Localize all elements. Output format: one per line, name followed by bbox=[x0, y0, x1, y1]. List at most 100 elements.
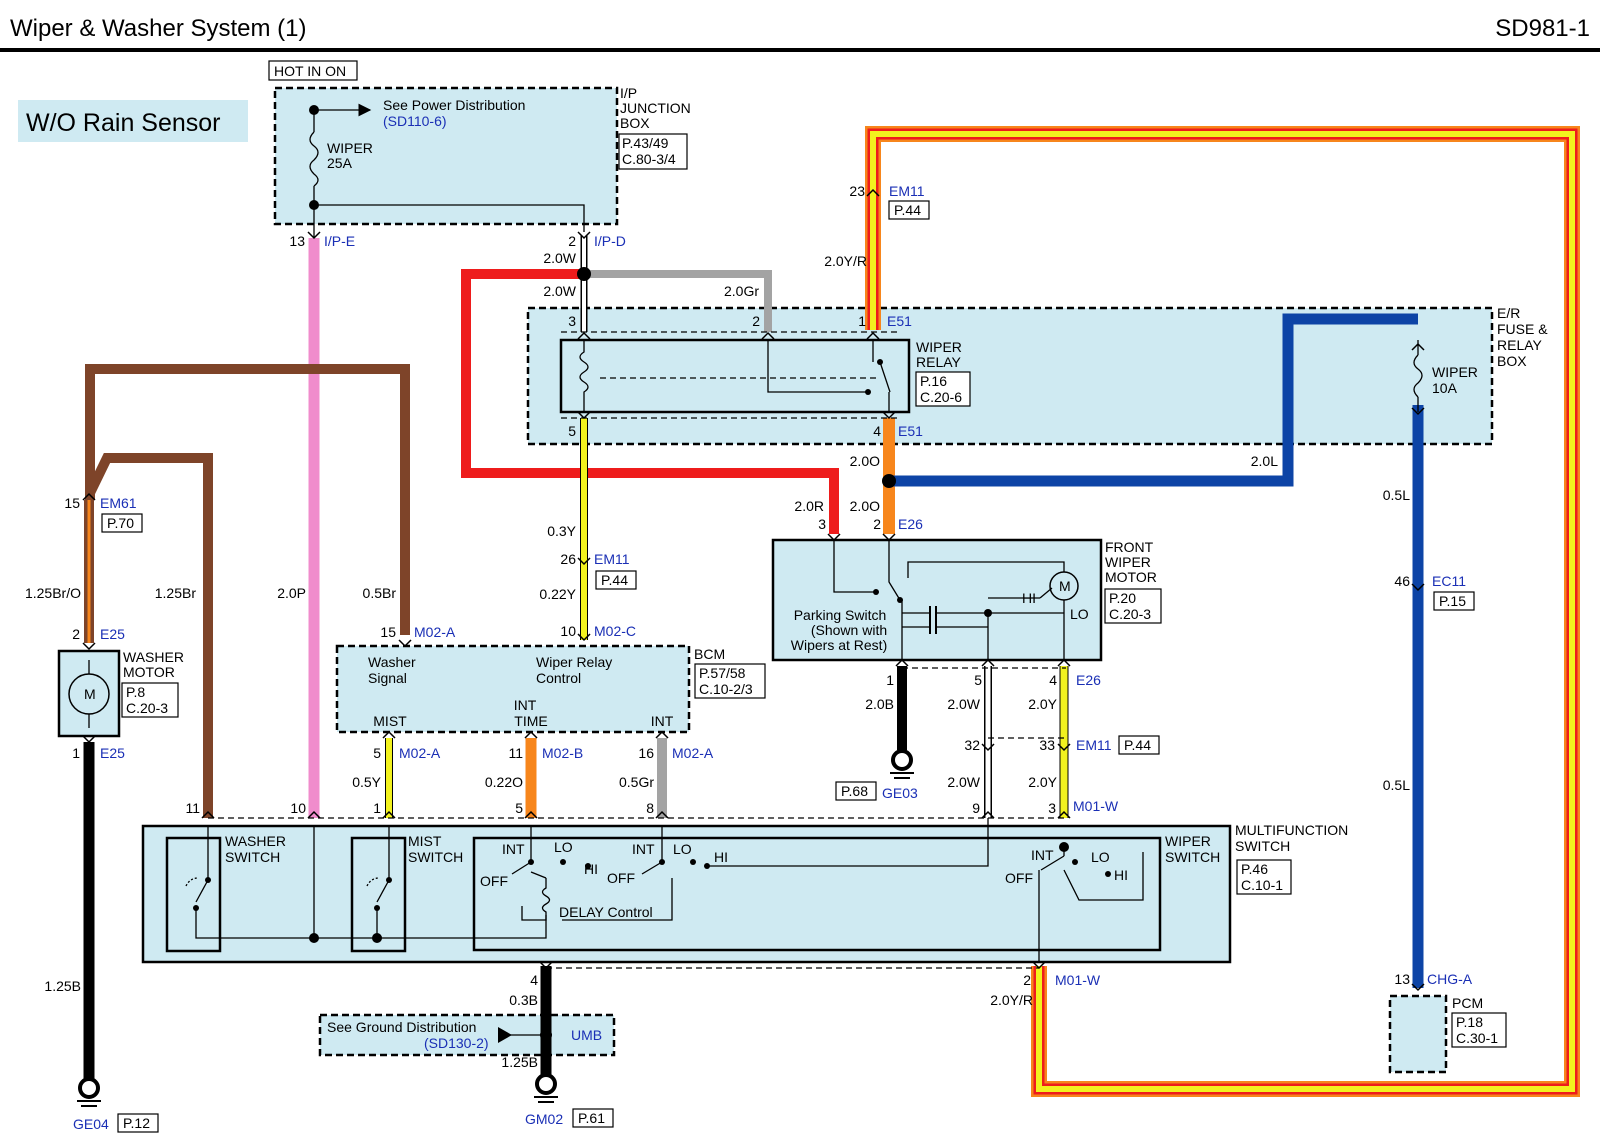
conn-m01w-bottom: M01-W bbox=[1055, 972, 1101, 988]
pin-1-relay: 1 bbox=[858, 313, 866, 329]
pcm-ref-1: P.18 bbox=[1456, 1014, 1483, 1030]
ref-p70-box bbox=[101, 513, 143, 533]
wire-label-2-0y-a: 2.0Y bbox=[1028, 696, 1057, 712]
wire-2-0gr bbox=[584, 270, 772, 332]
ip-ref-1: P.43/49 bbox=[622, 135, 669, 151]
wire-label-0-5br: 0.5Br bbox=[363, 585, 397, 601]
sw3-hi: HI bbox=[1114, 867, 1128, 883]
ref-p44-mid: P.44 bbox=[1124, 737, 1151, 753]
bcm-ref-2: C.10-2/3 bbox=[699, 681, 753, 697]
see-ground-distribution: See Ground Distribution bbox=[327, 1019, 476, 1035]
conn-m02a-mist: M02-A bbox=[399, 745, 441, 761]
wire-2-0yr-inner bbox=[870, 131, 1575, 1092]
washer-switch-2: SWITCH bbox=[225, 849, 280, 865]
motor-name-1: FRONT bbox=[1105, 539, 1154, 555]
pin-1-mfs: 1 bbox=[373, 800, 381, 816]
wire-label-2-0l: 2.0L bbox=[1251, 453, 1278, 469]
pin-10-m02c: 10 bbox=[560, 623, 576, 639]
wire-label-2-0b: 2.0B bbox=[865, 696, 894, 712]
parking-switch-1: Parking Switch bbox=[794, 607, 887, 623]
relay-name-1: WIPER bbox=[916, 339, 962, 355]
er-name-1: E/R bbox=[1497, 305, 1520, 321]
wire-label-2-0yr-bottom: 2.0Y/R bbox=[990, 992, 1033, 1008]
conn-e25-top: E25 bbox=[100, 626, 125, 642]
conn-m02c: M02-C bbox=[594, 623, 636, 639]
sw1-off: OFF bbox=[480, 873, 508, 889]
conn-e26-bottom: E26 bbox=[1076, 672, 1101, 688]
pin-23: 23 bbox=[849, 183, 865, 199]
relay-refs-box bbox=[915, 371, 971, 407]
ref-p44-top: P.44 bbox=[894, 202, 921, 218]
bcm-washer-2: Signal bbox=[368, 670, 407, 686]
er-name-2: FUSE & bbox=[1497, 321, 1548, 337]
pcm-name: PCM bbox=[1452, 995, 1483, 1011]
er-name-3: RELAY bbox=[1497, 337, 1543, 353]
wire-label-0-5y: 0.5Y bbox=[352, 774, 381, 790]
multifunction-switch bbox=[141, 824, 1232, 964]
ref-p12-box bbox=[117, 1113, 159, 1133]
conn-em11-bottom: EM11 bbox=[1076, 737, 1112, 753]
sw3-lo: LO bbox=[1091, 849, 1110, 865]
conn-chga: CHG-A bbox=[1427, 971, 1473, 987]
parking-switch-3: Wipers at Rest) bbox=[791, 637, 887, 653]
pin-11-m02b: 11 bbox=[508, 745, 523, 761]
pin-3-motor: 3 bbox=[818, 516, 826, 532]
pin-5-m02a: 5 bbox=[373, 745, 381, 761]
bcm-relay-1: Wiper Relay bbox=[536, 654, 612, 670]
fuse-25a-line2: 25A bbox=[327, 155, 353, 171]
front-wiper-motor bbox=[771, 538, 1103, 662]
ref-p61-box bbox=[572, 1108, 614, 1128]
wire-2-0l bbox=[889, 313, 1418, 487]
labels: See Power Distribution (SD110-6) WIPER 2… bbox=[25, 85, 1548, 1132]
sw3-off: OFF bbox=[1005, 870, 1033, 886]
conn-e51-bottom: E51 bbox=[898, 423, 923, 439]
wire-0-5br bbox=[85, 364, 410, 635]
wire-label-0-3y: 0.3Y bbox=[547, 523, 576, 539]
wire-label-2-0r: 2.0R bbox=[794, 498, 824, 514]
sw1-hi: HI bbox=[584, 861, 598, 877]
ip-junction-box bbox=[273, 86, 619, 226]
pin-5-relay: 5 bbox=[568, 423, 576, 439]
wire-label-1-25b-ground: 1.25B bbox=[501, 1054, 538, 1070]
conn-ipd: I/P-D bbox=[594, 233, 626, 249]
wire-label-1-25b-washer: 1.25B bbox=[44, 978, 81, 994]
splice-orange bbox=[882, 474, 896, 488]
wire-label-0-5gr: 0.5Gr bbox=[619, 774, 654, 790]
wire-label-0-22o: 0.22O bbox=[485, 774, 523, 790]
ref-p15: P.15 bbox=[1439, 593, 1466, 609]
pin-5-mfs: 5 bbox=[515, 800, 523, 816]
conn-ge04: GE04 bbox=[73, 1116, 109, 1132]
conn-em11-top: EM11 bbox=[889, 183, 925, 199]
conn-em11-mid: EM11 bbox=[594, 551, 630, 567]
pin-10-mfs: 10 bbox=[290, 800, 306, 816]
motor-refs-box bbox=[1104, 588, 1162, 624]
relay-ref-1: P.16 bbox=[920, 373, 947, 389]
wire-label-0-5l-a: 0.5L bbox=[1383, 487, 1410, 503]
conn-m02b: M02-B bbox=[542, 745, 583, 761]
mfs-ref-1: P.46 bbox=[1241, 861, 1268, 877]
wire-label-2-0w-c: 2.0W bbox=[947, 696, 980, 712]
ip-refs-box bbox=[618, 133, 688, 170]
motor-m: M bbox=[1059, 578, 1071, 594]
conn-m02a-int: M02-A bbox=[672, 745, 714, 761]
bcm-mist: MIST bbox=[373, 713, 407, 729]
pcm-refs-box bbox=[1451, 1012, 1507, 1048]
wire-label-2-0w-a: 2.0W bbox=[543, 250, 576, 266]
pin-3-mfs: 3 bbox=[1048, 800, 1056, 816]
wire-label-0-5l-b: 0.5L bbox=[1383, 777, 1410, 793]
conn-ipe: I/P-E bbox=[324, 233, 355, 249]
connector-chevrons bbox=[82, 188, 1425, 992]
pin-15-m02a: 15 bbox=[380, 624, 396, 640]
subtitle: W/O Rain Sensor bbox=[26, 109, 221, 137]
bcm-ref-1: P.57/58 bbox=[699, 665, 746, 681]
fuse-10a-line2: 10A bbox=[1432, 380, 1458, 396]
motor-name-2: WIPER bbox=[1105, 554, 1151, 570]
wire-label-0-22y: 0.22Y bbox=[539, 586, 576, 602]
pin-1-e25: 1 bbox=[72, 745, 80, 761]
pin-33: 33 bbox=[1039, 737, 1055, 753]
pin-11-mfs: 11 bbox=[185, 800, 200, 816]
pin-4-relay: 4 bbox=[873, 423, 881, 439]
conn-gm02: GM02 bbox=[525, 1111, 563, 1127]
pin-5-e26: 5 bbox=[974, 672, 982, 688]
page-title: Wiper & Washer System (1) bbox=[10, 15, 307, 42]
